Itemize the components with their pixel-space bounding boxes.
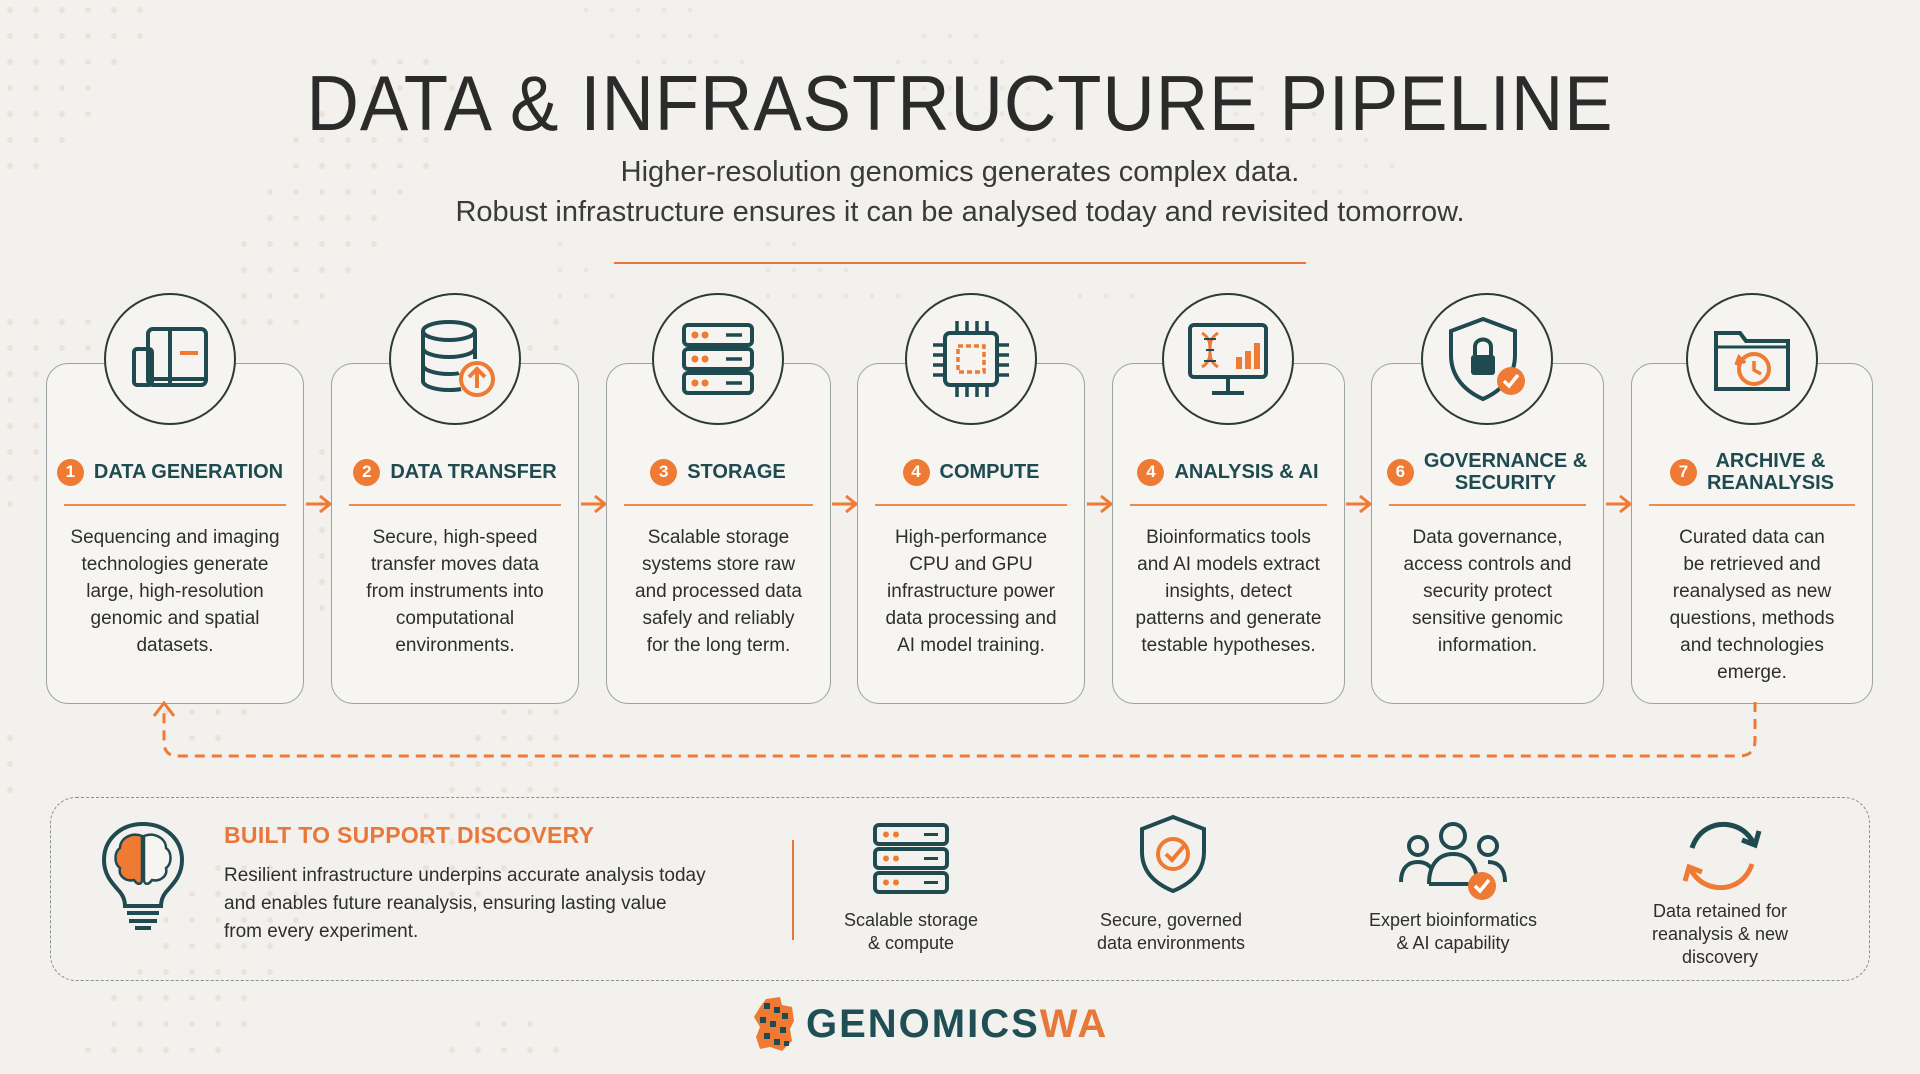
brand-wordmark: GENOMICSWA: [806, 1001, 1109, 1046]
team-check-icon: [1399, 822, 1507, 900]
discovery-divider: [792, 840, 794, 940]
step-3-title: STORAGE: [687, 461, 786, 483]
step-5-header: 4 ANALYSIS & AI: [1105, 449, 1352, 495]
feature-data-retained: Data retained for reanalysis & new disco…: [1651, 901, 1789, 967]
shield-check-icon: [1140, 814, 1206, 894]
shield-lock-icon: [1421, 293, 1553, 425]
title-divider: [614, 262, 1306, 264]
flow-arrow-6: [1605, 494, 1632, 514]
step-1-title: DATA GENERATION: [93, 461, 284, 483]
subtitle-line-2: Robust infrastructure ensures it can be …: [455, 196, 1465, 228]
flow-arrow-2: [580, 494, 607, 514]
step-7-number-badge: 7: [1669, 458, 1697, 486]
step-4-title: COMPUTE: [939, 461, 1040, 483]
step-6-title: GOVERNANCE &SECURITY: [1423, 450, 1588, 494]
step-4-number-badge: 4: [902, 458, 930, 486]
step-3-header: 3 STORAGE: [600, 449, 837, 495]
step-1-header: 1 DATA GENERATION: [34, 449, 306, 495]
step-7-title: ARCHIVE &REANALYSIS: [1706, 450, 1835, 494]
brain-bulb-icon: [101, 821, 185, 930]
discovery-panel: [50, 797, 1870, 981]
step-5-divider: [1130, 504, 1327, 506]
reanalysis-loop-arrow: [152, 700, 1757, 758]
feature-secure-data: Secure, governed data environments: [1096, 910, 1246, 953]
step-3-divider: [624, 504, 813, 506]
cpu-chip-icon: [905, 293, 1037, 425]
genomicswa-logo: GENOMICSWA: [752, 994, 1108, 1054]
western-australia-map-icon: [754, 997, 794, 1051]
step-5-number-badge: 4: [1137, 458, 1165, 486]
step-6-header: 6 GOVERNANCE &SECURITY: [1364, 449, 1611, 495]
feature-expert-bioinformatics: Expert bioinformatics & AI capability: [1368, 910, 1538, 953]
refresh-cycle-icon: [1682, 821, 1762, 891]
flow-arrow-1: [305, 494, 332, 514]
flow-arrow-3: [832, 494, 859, 514]
page-title: DATA & INFRASTRUCTURE PIPELINE: [306, 59, 1614, 147]
step-1-divider: [64, 504, 286, 506]
step-4-divider: [875, 504, 1067, 506]
flow-arrow-4: [1086, 494, 1113, 514]
dna-monitor-icon: [1162, 293, 1294, 425]
step-7-header: 7 ARCHIVE &REANALYSIS: [1626, 449, 1878, 495]
discovery-title: BUILT TO SUPPORT DISCOVERY: [224, 822, 595, 848]
discovery-text: Resilient infrastructure underpins accur…: [224, 865, 706, 942]
server-rack-icon: [652, 293, 784, 425]
step-2-title: DATA TRANSFER: [390, 461, 557, 483]
server-rack-icon: [873, 823, 949, 894]
step-7-divider: [1649, 504, 1855, 506]
step-6-number-badge: 6: [1386, 458, 1414, 486]
step-3-number-badge: 3: [650, 458, 678, 486]
step-2-number-badge: 2: [353, 458, 381, 486]
database-upload-icon: [389, 293, 521, 425]
step-6-divider: [1389, 504, 1586, 506]
flow-arrow-5: [1346, 494, 1373, 514]
step-2-header: 2 DATA TRANSFER: [329, 449, 581, 495]
step-5-title: ANALYSIS & AI: [1174, 461, 1319, 483]
folder-history-icon: [1686, 293, 1818, 425]
step-4-header: 4 COMPUTE: [850, 449, 1092, 495]
feature-scalable-storage: Scalable storage & compute: [843, 910, 979, 953]
subtitle-line-1: Higher-resolution genomics generates com…: [620, 156, 1300, 188]
step-2-divider: [349, 504, 561, 506]
step-1-number-badge: 1: [56, 458, 84, 486]
sequencer-icon: [104, 293, 236, 425]
